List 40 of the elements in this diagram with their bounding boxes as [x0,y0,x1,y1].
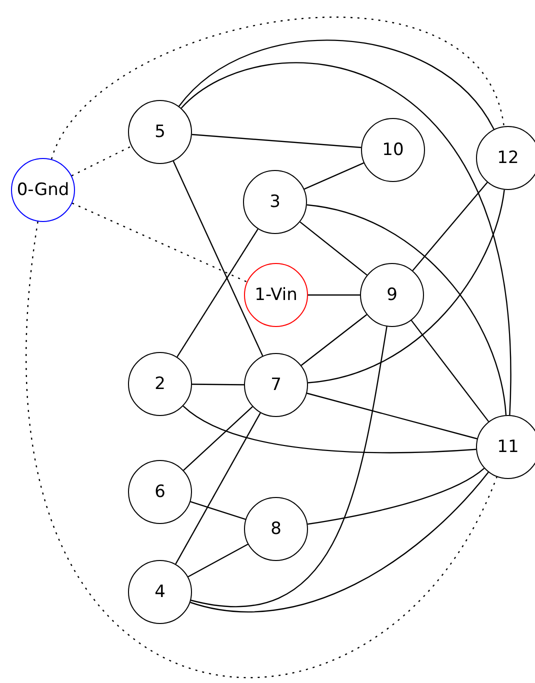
wire [178,40,494,130]
wire [172,160,264,356]
wire [308,190,505,384]
wire [300,314,368,366]
wire [308,294,360,296]
wire [175,412,261,564]
wire [306,204,507,416]
wire [188,544,248,578]
wire [183,406,253,471]
wire [190,501,246,520]
node-circle: 12 [476,126,535,190]
node-circle: 6 [128,460,192,524]
node-circle: 10 [361,118,425,182]
dotted-wire [72,202,248,282]
wire [182,406,476,454]
dotted-wire [26,222,498,678]
node-circle: 3 [243,170,307,234]
wire [410,320,490,422]
dotted-wire [50,16,504,160]
node-circle: 4 [128,560,192,624]
wire [190,326,388,607]
wire [192,384,244,386]
wire [412,182,488,271]
node-circle: 2 [128,352,192,416]
wire [192,134,362,148]
node-circle: 9 [360,263,424,327]
wire [306,392,478,440]
wire [176,228,258,358]
node-circle: 11 [476,415,535,479]
wire [304,162,364,190]
wire [190,472,489,612]
node-circle: 0-Gnd [11,158,75,222]
wire [308,468,485,525]
node-circle: 8 [244,497,308,561]
dotted-wire [71,146,132,176]
node-circle: 7 [244,353,308,417]
wire [300,221,368,276]
node-circle: 5 [128,100,192,164]
wire [180,62,510,416]
node-circle: 1-Vin [244,263,308,327]
